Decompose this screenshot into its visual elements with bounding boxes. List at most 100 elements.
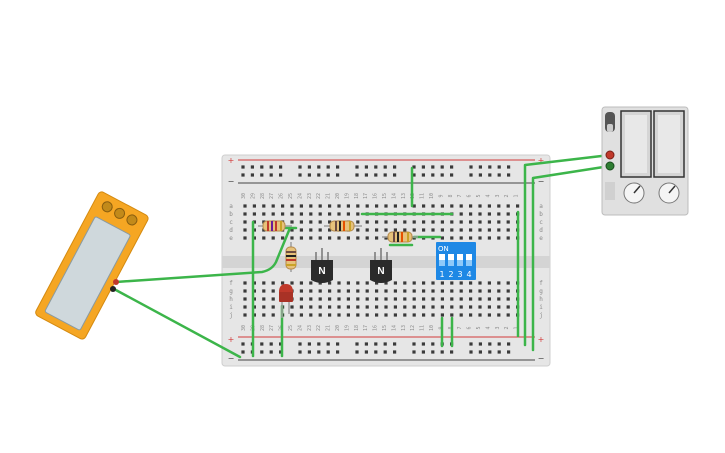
breadboard-hole[interactable] [440, 297, 444, 301]
breadboard-hole[interactable] [252, 212, 256, 216]
breadboard-hole[interactable] [290, 228, 294, 232]
breadboard-hole[interactable] [365, 289, 369, 293]
breadboard-hole[interactable] [440, 228, 444, 232]
breadboard-hole[interactable] [497, 220, 501, 224]
rail-hole[interactable] [383, 342, 387, 346]
rail-hole[interactable] [241, 342, 245, 346]
rail-hole[interactable] [488, 165, 492, 169]
multimeter[interactable] [34, 191, 149, 341]
breadboard-hole[interactable] [356, 281, 360, 285]
rail-hole[interactable] [507, 342, 511, 346]
rail-hole[interactable] [412, 165, 416, 169]
breadboard-hole[interactable] [252, 281, 256, 285]
rail-hole[interactable] [421, 165, 425, 169]
breadboard-hole[interactable] [328, 236, 332, 240]
rail-hole[interactable] [336, 342, 340, 346]
breadboard-hole[interactable] [497, 289, 501, 293]
breadboard-hole[interactable] [299, 212, 303, 216]
multimeter-probe-black[interactable] [110, 286, 116, 292]
rail-hole[interactable] [412, 173, 416, 177]
rail-hole[interactable] [336, 165, 340, 169]
rail-hole[interactable] [326, 173, 330, 177]
breadboard-hole[interactable] [403, 297, 407, 301]
wire-meter-positive[interactable] [114, 226, 292, 284]
rail-hole[interactable] [497, 165, 501, 169]
breadboard-hole[interactable] [422, 281, 426, 285]
rail-hole[interactable] [488, 350, 492, 354]
breadboard-hole[interactable] [337, 281, 341, 285]
breadboard-hole[interactable] [440, 281, 444, 285]
rail-hole[interactable] [478, 173, 482, 177]
breadboard-hole[interactable] [318, 313, 322, 317]
breadboard-hole[interactable] [487, 313, 491, 317]
breadboard-hole[interactable] [337, 305, 341, 309]
breadboard-hole[interactable] [469, 204, 473, 208]
breadboard-hole[interactable] [431, 305, 435, 309]
breadboard-hole[interactable] [497, 236, 501, 240]
rail-hole[interactable] [497, 342, 501, 346]
breadboard-hole[interactable] [487, 228, 491, 232]
rail-hole[interactable] [336, 350, 340, 354]
breadboard-hole[interactable] [431, 281, 435, 285]
breadboard-hole[interactable] [506, 236, 510, 240]
breadboard-hole[interactable] [318, 204, 322, 208]
rail-hole[interactable] [431, 350, 435, 354]
breadboard-hole[interactable] [412, 289, 416, 293]
breadboard-hole[interactable] [290, 236, 294, 240]
breadboard-hole[interactable] [450, 281, 454, 285]
breadboard-hole[interactable] [487, 281, 491, 285]
breadboard-hole[interactable] [459, 281, 463, 285]
rail-hole[interactable] [421, 350, 425, 354]
breadboard-hole[interactable] [478, 313, 482, 317]
breadboard-hole[interactable] [459, 297, 463, 301]
breadboard-hole[interactable] [243, 204, 247, 208]
rail-hole[interactable] [431, 165, 435, 169]
breadboard-hole[interactable] [365, 313, 369, 317]
rail-hole[interactable] [298, 173, 302, 177]
breadboard-hole[interactable] [506, 313, 510, 317]
multimeter-probe-red[interactable] [113, 279, 119, 285]
breadboard-hole[interactable] [271, 212, 275, 216]
breadboard-hole[interactable] [393, 220, 397, 224]
breadboard-hole[interactable] [375, 289, 379, 293]
rail-hole[interactable] [355, 173, 359, 177]
breadboard-hole[interactable] [252, 220, 256, 224]
breadboard-hole[interactable] [422, 220, 426, 224]
breadboard-hole[interactable] [487, 297, 491, 301]
rail-hole[interactable] [260, 165, 264, 169]
rail-hole[interactable] [307, 173, 311, 177]
breadboard-hole[interactable] [487, 289, 491, 293]
wire-supply-negative[interactable] [531, 164, 612, 352]
breadboard-hole[interactable] [328, 228, 332, 232]
rail-hole[interactable] [260, 350, 264, 354]
breadboard-hole[interactable] [271, 204, 275, 208]
rail-hole[interactable] [260, 342, 264, 346]
rail-hole[interactable] [307, 350, 311, 354]
rail-hole[interactable] [469, 342, 473, 346]
breadboard-hole[interactable] [393, 313, 397, 317]
rail-hole[interactable] [269, 342, 273, 346]
breadboard-hole[interactable] [459, 305, 463, 309]
breadboard-hole[interactable] [431, 297, 435, 301]
breadboard-hole[interactable] [422, 289, 426, 293]
rail-hole[interactable] [279, 173, 283, 177]
breadboard-hole[interactable] [290, 220, 294, 224]
breadboard-hole[interactable] [459, 212, 463, 216]
breadboard-hole[interactable] [290, 305, 294, 309]
breadboard-hole[interactable] [375, 220, 379, 224]
breadboard-hole[interactable] [469, 228, 473, 232]
breadboard-hole[interactable] [375, 297, 379, 301]
breadboard-hole[interactable] [497, 297, 501, 301]
rail-hole[interactable] [355, 165, 359, 169]
breadboard-hole[interactable] [346, 297, 350, 301]
rail-hole[interactable] [431, 173, 435, 177]
breadboard-hole[interactable] [281, 281, 285, 285]
breadboard-hole[interactable] [290, 204, 294, 208]
breadboard-hole[interactable] [356, 228, 360, 232]
breadboard-hole[interactable] [506, 228, 510, 232]
breadboard-hole[interactable] [403, 313, 407, 317]
breadboard-hole[interactable] [487, 220, 491, 224]
rail-hole[interactable] [269, 165, 273, 169]
breadboard-hole[interactable] [271, 236, 275, 240]
breadboard-hole[interactable] [469, 305, 473, 309]
